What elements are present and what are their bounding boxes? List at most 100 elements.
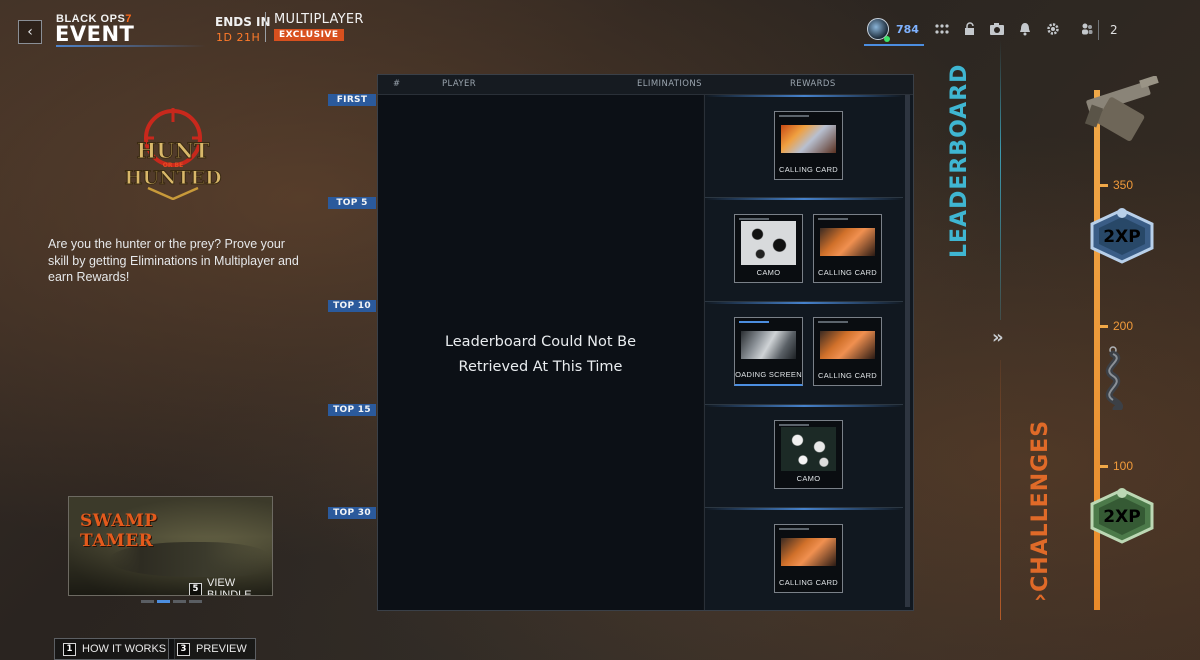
challenges-accent-line bbox=[1000, 360, 1001, 620]
exclusive-badge: EXCLUSIVE bbox=[274, 29, 344, 41]
event-description: Are you the hunter or the prey? Prove yo… bbox=[48, 237, 299, 284]
error-line-2: Retrieved At This Time bbox=[458, 359, 623, 375]
milestone-value-350: 350 bbox=[1113, 178, 1134, 192]
snake-charm-reward-icon[interactable] bbox=[1096, 346, 1130, 413]
milestone-tick bbox=[1100, 325, 1108, 328]
calling-card-image bbox=[820, 331, 875, 359]
view-bundle-button[interactable]: 5 VIEW BUNDLE bbox=[189, 577, 272, 596]
bundle-carousel-indicator bbox=[141, 600, 202, 603]
preview-label: PREVIEW bbox=[196, 643, 247, 655]
bundle-title-line2: TAMER bbox=[80, 531, 154, 551]
mode-label: MULTIPLAYER bbox=[274, 12, 364, 27]
carousel-dot[interactable] bbox=[189, 600, 202, 603]
rewards-scrollbar-thumb[interactable] bbox=[905, 95, 910, 607]
page-title: EVENT bbox=[55, 22, 135, 46]
carousel-dot-active[interactable] bbox=[157, 600, 170, 603]
how-it-works-label: HOW IT WORKS bbox=[82, 643, 167, 655]
tier-band-divider bbox=[705, 508, 903, 510]
reward-tier-top-15 bbox=[705, 405, 903, 508]
chevron-left-icon: ‹ bbox=[27, 24, 33, 40]
milestone-tick bbox=[1100, 465, 1108, 468]
card-accent bbox=[779, 424, 809, 426]
carousel-dot[interactable] bbox=[141, 600, 154, 603]
grid-icon[interactable] bbox=[933, 22, 951, 38]
logo-or-be-text: OR BE bbox=[163, 162, 183, 169]
calling-card-image bbox=[781, 538, 836, 566]
header-divider bbox=[265, 12, 266, 42]
lock-icon[interactable] bbox=[961, 22, 979, 38]
calling-card-image bbox=[820, 228, 875, 256]
challenges-tab[interactable]: ›CHALLENGES bbox=[1028, 419, 1053, 602]
reward-card-calling-card[interactable]: CALLING CARD bbox=[813, 214, 882, 283]
view-bundle-label: VIEW BUNDLE bbox=[207, 577, 252, 596]
card-accent bbox=[739, 321, 769, 323]
player-profile-button[interactable] bbox=[864, 16, 924, 46]
reward-tier-first bbox=[705, 95, 903, 198]
avatar bbox=[867, 18, 889, 40]
reward-tier-top-5 bbox=[705, 198, 903, 302]
card-accent bbox=[779, 528, 809, 530]
tier-tab-top-10[interactable]: TOP 10 bbox=[328, 300, 376, 312]
reward-card-loading-screen[interactable]: OADING SCREEN bbox=[734, 317, 803, 386]
reward-card-camo[interactable]: CAMO bbox=[734, 214, 803, 283]
reward-card-calling-card[interactable]: CALLING CARD bbox=[813, 317, 882, 386]
key-hint-5: 5 bbox=[189, 582, 202, 595]
bundle-title-line1: SWAMP bbox=[80, 511, 158, 531]
bundle-card[interactable]: SWAMP TAMER 5 VIEW BUNDLE bbox=[68, 496, 273, 596]
preview-button[interactable]: 3 PREVIEW bbox=[168, 638, 256, 660]
reward-card-camo[interactable]: CAMO bbox=[774, 420, 843, 489]
reward-label: CALLING CARD bbox=[817, 268, 878, 277]
players-list bbox=[378, 95, 703, 610]
card-accent bbox=[779, 115, 809, 117]
key-hint-3: 3 bbox=[177, 642, 190, 656]
reward-label: CAMO bbox=[796, 474, 821, 483]
logo-hunt-text: HUNT bbox=[137, 138, 210, 163]
double-xp-badge[interactable]: 2XP bbox=[1086, 488, 1158, 544]
bundle-title: SWAMP TAMER bbox=[80, 511, 158, 551]
gear-icon[interactable] bbox=[1044, 22, 1062, 38]
carousel-dot[interactable] bbox=[173, 600, 186, 603]
title-underline bbox=[56, 45, 206, 47]
card-accent bbox=[739, 218, 769, 220]
tier-band-divider bbox=[705, 198, 903, 200]
back-button[interactable]: ‹ bbox=[18, 20, 42, 44]
ends-in-label: ENDS IN bbox=[215, 15, 271, 29]
tier-tab-top-30[interactable]: TOP 30 bbox=[328, 507, 376, 519]
tier-tab-top-15[interactable]: TOP 15 bbox=[328, 404, 376, 416]
bell-icon[interactable] bbox=[1016, 22, 1034, 38]
table-header bbox=[378, 75, 913, 95]
how-it-works-button[interactable]: 1 HOW IT WORKS bbox=[54, 638, 176, 660]
double-chevron-right-icon[interactable]: » bbox=[992, 327, 1004, 348]
double-xp-badge[interactable]: 2XP bbox=[1086, 208, 1158, 264]
milestone-tick bbox=[1100, 184, 1108, 187]
logo-hunted-text: HUNTED bbox=[125, 167, 222, 189]
camera-icon[interactable] bbox=[988, 22, 1006, 38]
card-accent bbox=[818, 218, 848, 220]
column-header-rank: # bbox=[393, 79, 401, 89]
error-line-1: Leaderboard Could Not Be bbox=[444, 334, 637, 350]
weapon-reward-icon[interactable] bbox=[1080, 75, 1164, 146]
game-logo-text: BLACK OPS bbox=[56, 13, 126, 25]
friends-icon[interactable] bbox=[1078, 22, 1096, 38]
leaderboard-tab[interactable]: LEADERBOARD bbox=[947, 63, 972, 258]
reward-label: OADING SCREEN bbox=[735, 370, 802, 379]
tier-tab-first[interactable]: FIRST bbox=[328, 94, 376, 106]
column-header-eliminations: ELIMINATIONS bbox=[637, 79, 702, 89]
loading-screen-image bbox=[741, 331, 796, 359]
milestone-value-100: 100 bbox=[1113, 459, 1134, 473]
reward-card-calling-card[interactable]: CALLING CARD bbox=[774, 524, 843, 593]
reward-label: CALLING CARD bbox=[778, 165, 839, 174]
leaderboard-error-message: Leaderboard Could Not Be Retrieved At Th… bbox=[378, 330, 703, 380]
key-hint-1: 1 bbox=[63, 642, 76, 656]
reward-label: CALLING CARD bbox=[817, 371, 878, 380]
reward-card-calling-card[interactable]: CALLING CARD bbox=[774, 111, 843, 180]
column-header-rewards: REWARDS bbox=[790, 79, 836, 89]
badge-2xp-label: 2XP bbox=[1103, 507, 1140, 527]
tier-band-divider bbox=[705, 302, 903, 304]
ends-in-timer: 1D 21H bbox=[216, 31, 261, 44]
tier-tab-top-5[interactable]: TOP 5 bbox=[328, 197, 376, 209]
reward-tier-top-10 bbox=[705, 302, 903, 405]
column-header-player: PLAYER bbox=[442, 79, 477, 89]
player-level: 784 bbox=[896, 23, 919, 36]
tier-band-divider bbox=[705, 95, 903, 97]
